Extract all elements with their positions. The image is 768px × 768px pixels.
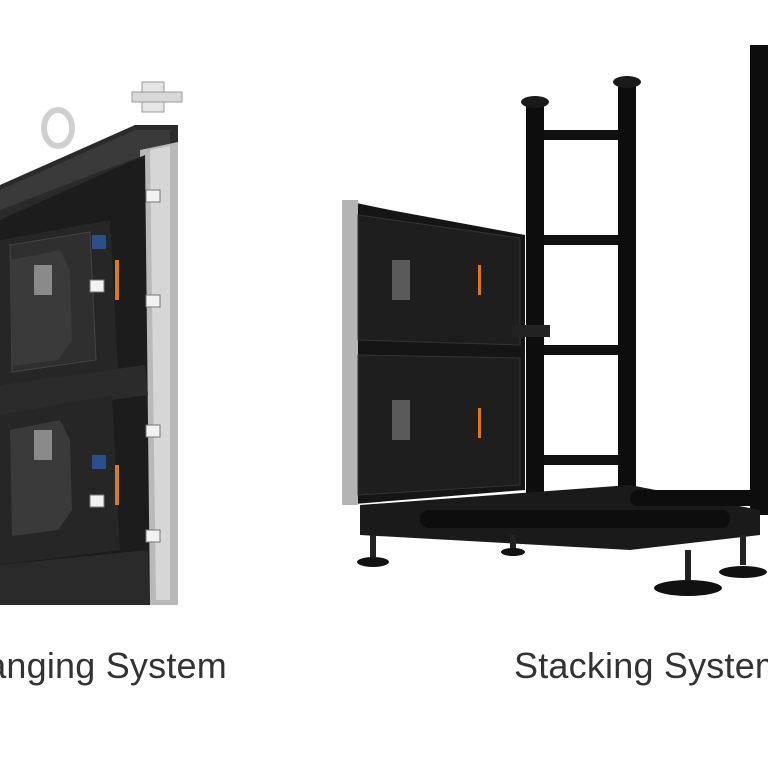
- hanging-led-panel-image: [0, 81, 183, 605]
- stacking-system-caption: Stacking System: [514, 645, 768, 686]
- stacking-led-panel-image: [342, 45, 768, 596]
- hanging-system-caption: Hanging System: [0, 645, 227, 686]
